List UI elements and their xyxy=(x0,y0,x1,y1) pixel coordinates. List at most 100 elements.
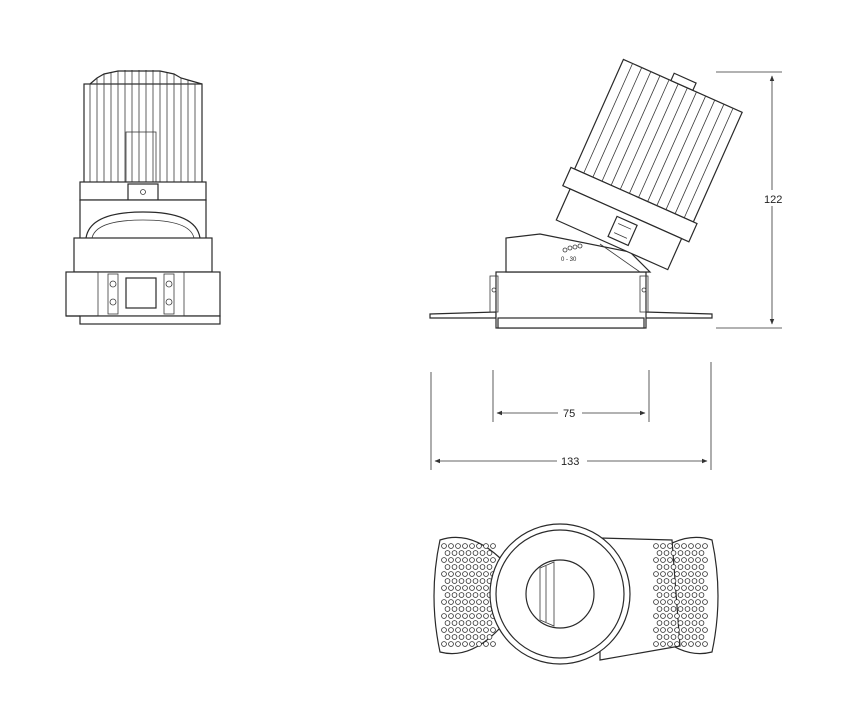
spring-hole xyxy=(663,592,670,598)
front-housing xyxy=(73,199,213,273)
spring-hole xyxy=(469,613,475,619)
spring-hole xyxy=(677,578,684,584)
spring-hole xyxy=(458,606,465,612)
spring-hole xyxy=(656,578,663,584)
spring-hole xyxy=(688,571,694,577)
spring-hole xyxy=(670,634,677,640)
spring-hole xyxy=(688,599,694,605)
spring-hole xyxy=(472,606,479,612)
spring-hole xyxy=(691,578,698,584)
spring-hole xyxy=(483,585,489,591)
spring-hole xyxy=(667,585,673,591)
spring-hole xyxy=(469,585,475,591)
spring-hole xyxy=(681,585,687,591)
spring-hole xyxy=(472,564,479,570)
spring-hole xyxy=(674,571,680,577)
spring-hole xyxy=(677,620,684,626)
spring-hole xyxy=(462,599,468,605)
spring-hole xyxy=(455,557,461,563)
spring-hole xyxy=(444,550,451,556)
spring-hole xyxy=(458,620,465,626)
spring-hole xyxy=(483,599,489,605)
inner-aperture xyxy=(525,559,595,629)
spring-hole xyxy=(448,557,454,563)
right-wing-holes xyxy=(653,543,708,647)
spring-hole xyxy=(441,641,447,647)
spring-hole xyxy=(656,634,663,640)
spring-hole xyxy=(698,620,705,626)
spring-hole xyxy=(462,557,468,563)
spring-hole xyxy=(663,578,670,584)
spring-hole xyxy=(698,564,705,570)
spring-hole xyxy=(684,606,691,612)
spring-hole xyxy=(688,557,694,563)
spring-hole xyxy=(670,620,677,626)
spring-hole xyxy=(486,550,493,556)
spring-hole xyxy=(656,606,663,612)
spring-hole xyxy=(663,634,670,640)
dimension-outer-width: 133 xyxy=(430,362,712,470)
spring-hole xyxy=(458,634,465,640)
spring-hole xyxy=(698,634,705,640)
spring-hole xyxy=(695,627,701,633)
spring-hole xyxy=(691,550,698,556)
spring-hole xyxy=(660,613,666,619)
spring-hole xyxy=(698,550,705,556)
spring-hole xyxy=(465,564,472,570)
spring-hole xyxy=(469,571,475,577)
spring-hole xyxy=(455,571,461,577)
spring-hole xyxy=(702,571,708,577)
spring-hole xyxy=(653,627,659,633)
spring-hole xyxy=(660,585,666,591)
spring-hole xyxy=(660,571,666,577)
spring-hole xyxy=(677,606,684,612)
spring-hole xyxy=(465,550,472,556)
spring-hole xyxy=(663,606,670,612)
spring-hole xyxy=(702,613,708,619)
spring-hole xyxy=(681,571,687,577)
spring-hole xyxy=(462,571,468,577)
side-view: 0 - 30 xyxy=(429,58,743,329)
spring-hole xyxy=(490,543,496,549)
spring-hole xyxy=(462,627,468,633)
spring-hole xyxy=(472,550,479,556)
spring-hole xyxy=(656,564,663,570)
spring-hole xyxy=(465,578,472,584)
left-wing-holes xyxy=(441,543,496,647)
spring-hole xyxy=(677,592,684,598)
spring-hole xyxy=(684,564,691,570)
dimension-height: 122 xyxy=(716,71,786,329)
spring-hole xyxy=(458,592,465,598)
spring-hole xyxy=(688,613,694,619)
spring-hole xyxy=(472,578,479,584)
spring-hole xyxy=(667,613,673,619)
spring-hole xyxy=(670,564,677,570)
spring-hole xyxy=(677,564,684,570)
spring-hole xyxy=(451,550,458,556)
spring-hole xyxy=(684,578,691,584)
spring-hole xyxy=(472,634,479,640)
spring-hole xyxy=(469,599,475,605)
spring-hole xyxy=(691,564,698,570)
spring-hole xyxy=(695,599,701,605)
spring-hole xyxy=(653,543,659,549)
spring-hole xyxy=(653,571,659,577)
spring-hole xyxy=(451,634,458,640)
spring-hole xyxy=(490,557,496,563)
spring-hole xyxy=(476,543,482,549)
spring-hole xyxy=(681,613,687,619)
spring-hole xyxy=(448,627,454,633)
spring-hole xyxy=(462,613,468,619)
spring-hole xyxy=(695,641,701,647)
spring-hole xyxy=(483,641,489,647)
spring-hole xyxy=(698,606,705,612)
spring-hole xyxy=(469,627,475,633)
spring-hole xyxy=(465,592,472,598)
spring-hole xyxy=(691,606,698,612)
spring-hole xyxy=(656,620,663,626)
spring-hole xyxy=(702,585,708,591)
spring-hole xyxy=(455,641,461,647)
spring-hole xyxy=(653,641,659,647)
spring-hole xyxy=(490,641,496,647)
